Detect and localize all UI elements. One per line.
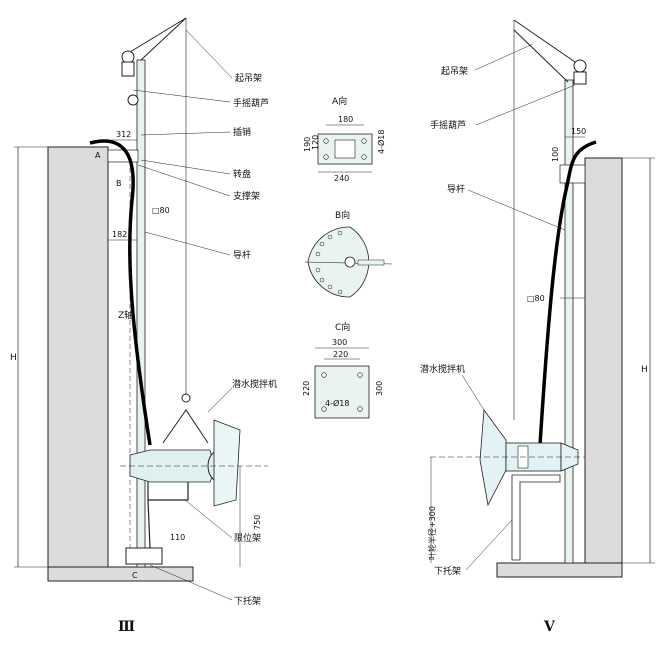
left-callout-support: 支撑架 [233,190,260,202]
left-dim-80: □80 [152,206,170,215]
detail-c-title: C向 [335,321,350,333]
right-dim-150: 150 [571,127,586,136]
right-callouts: 起吊架 手摇葫芦 导杆 潜水搅拌机 下托架 [420,43,576,577]
left-callout-pin: 插销 [233,126,251,138]
right-mixer [430,408,585,507]
detail-a: A向 180 240 190 120 4-Ø18 [303,95,386,183]
left-power-cable [89,139,152,446]
left-guide-rod [136,59,146,568]
right-dim-min: 叶轮半径+300 [427,506,437,560]
left-view-label: Ⅲ [118,619,135,635]
detail-c-dim-300v: 300 [375,381,384,396]
right-guide-rod [564,79,574,564]
right-wall [584,157,623,564]
detail-a-dim-120: 120 [311,135,320,150]
right-dim-80: □80 [527,294,545,303]
left-callout-bottom: 下托架 [234,595,261,607]
left-dim-182: 182 [112,230,127,239]
left-winch [127,94,139,106]
left-dim-750: 750 [253,515,262,530]
right-power-cable [538,140,597,446]
left-callouts: 起吊架 手摇葫芦 插销 转盘 支撑架 导杆 潜水搅拌机 限位架 下托架 [132,29,277,607]
detail-a-dim-190: 190 [303,137,312,152]
right-view: H 150 100 □80 叶轮半径+300 起 [420,19,655,635]
left-mark-c: C [132,571,138,580]
right-pulley [573,59,587,73]
left-dim-110: 110 [170,533,185,542]
detail-c-dim-220v: 220 [302,381,311,396]
detail-a-dim-180: 180 [338,115,353,124]
left-pulley [121,50,135,64]
right-callout-winch: 手摇葫芦 [430,119,466,131]
left-wall [47,146,109,568]
left-callout-guide-rod: 导杆 [233,249,251,261]
detail-b: B向 [304,209,393,298]
left-dim-312: 312 [116,130,131,139]
detail-c-dim-300: 300 [332,338,347,347]
detail-c-hole: 4-Ø18 [325,398,349,408]
left-floor [47,566,194,582]
right-h-label: H [641,365,648,375]
detail-a-hole: 4-Ø18 [376,130,386,154]
detail-c: C向 300 220 220 300 4-Ø18 [302,321,384,419]
left-callout-winch: 手摇葫芦 [233,97,269,109]
detail-b-title: B向 [335,209,350,221]
left-callout-turntable: 转盘 [233,168,251,180]
left-bottom-bracket [125,547,163,565]
left-support-bracket [107,149,139,163]
left-mark-b: B [116,179,122,188]
right-dim-100: 100 [551,147,560,162]
detail-a-title: A向 [332,95,347,107]
left-mark-a: A [95,151,101,160]
right-callout-mixer: 潜水搅拌机 [420,363,465,375]
left-callout-limit: 限位架 [234,532,261,544]
left-view: H Z轴 312 A [10,17,277,635]
right-callout-guide-rod: 导杆 [447,183,465,195]
left-h-label: H [10,353,17,363]
right-floor [496,562,623,578]
left-mixer [120,393,268,507]
left-limit-frame [147,482,189,501]
left-callout-crane: 起吊架 [235,73,262,84]
right-bottom-bracket [511,474,561,561]
right-view-label: V [543,619,556,635]
right-callout-crane: 起吊架 [441,66,468,77]
left-callout-mixer: 潜水搅拌机 [232,378,277,390]
left-axis-label: Z轴 [118,309,133,321]
detail-a-dim-240: 240 [334,174,349,183]
right-callout-bottom: 下托架 [434,565,461,577]
detail-c-dim-220: 220 [333,350,348,359]
